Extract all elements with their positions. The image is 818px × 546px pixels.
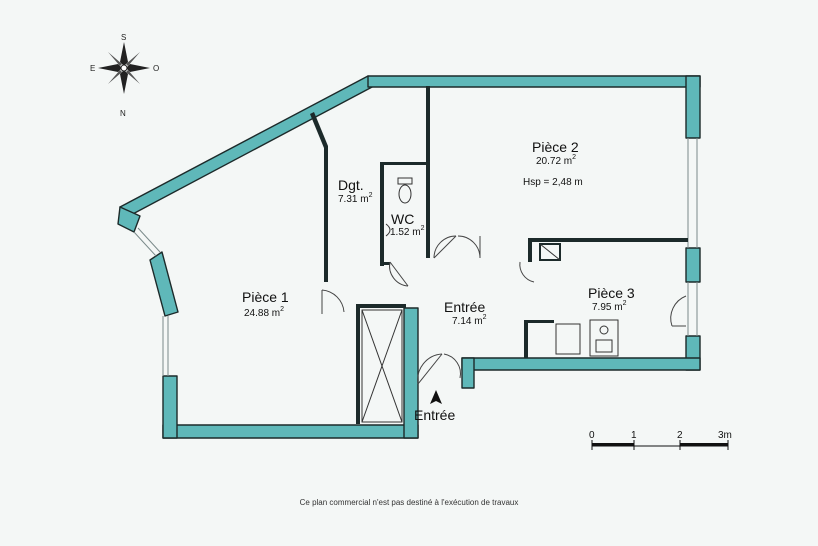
disclaimer-footer: Ce plan commercial n'est pas destiné à l…: [299, 498, 519, 507]
svg-text:7.95 m2: 7.95 m2: [592, 300, 627, 313]
piece1-name: Pièce 1: [242, 289, 289, 305]
fixtures: [361, 177, 619, 423]
wc-area: 1.52 m: [390, 227, 421, 238]
entree-name: Entrée: [444, 299, 485, 315]
scale-bar: 0 1 2 3m: [589, 430, 732, 450]
wc-name: WC: [391, 211, 414, 227]
compass-rose: S E O N: [90, 33, 159, 118]
entree-unit-sup: 2: [483, 314, 487, 321]
entree-area: 7.14 m: [452, 316, 483, 327]
door-swings: [321, 235, 687, 385]
scale-tick-2: 2: [677, 430, 683, 441]
svg-text:20.72 m2: 20.72 m2: [536, 154, 576, 167]
compass-south: S: [121, 33, 126, 42]
piece2-name: Pièce 2: [532, 139, 579, 155]
dgt-name: Dgt.: [338, 177, 364, 193]
dgt-unit-sup: 2: [369, 192, 373, 199]
windows: [133, 138, 698, 376]
svg-text:7.14 m2: 7.14 m2: [452, 314, 487, 327]
compass-east: E: [90, 64, 95, 73]
outer-walls: [117, 75, 701, 439]
piece3-unit-sup: 2: [623, 300, 627, 307]
piece3-area: 7.95 m: [592, 302, 623, 313]
piece2-height: Hsp = 2,48 m: [523, 177, 583, 188]
entrance-label: Entrée: [414, 407, 455, 423]
svg-text:1.52 m2: 1.52 m2: [390, 225, 425, 238]
entrance-arrow-icon: [430, 390, 442, 404]
wc-unit-sup: 2: [421, 225, 425, 232]
piece1-area: 24.88 m: [244, 308, 280, 319]
interior-walls: [310, 86, 688, 424]
piece1-unit-sup: 2: [280, 306, 284, 313]
compass-north: N: [120, 109, 126, 118]
svg-text:24.88 m2: 24.88 m2: [244, 306, 284, 319]
room-labels: Pièce 1 24.88 m2 Pièce 2 20.72 m2 Hsp = …: [242, 139, 635, 423]
scale-tick-1: 1: [631, 430, 637, 441]
scale-tick-0: 0: [589, 430, 595, 441]
scale-tick-3: 3m: [718, 430, 732, 441]
compass-west: O: [153, 64, 159, 73]
dgt-area: 7.31 m: [338, 194, 369, 205]
svg-text:7.31 m2: 7.31 m2: [338, 192, 373, 205]
piece2-unit-sup: 2: [572, 154, 576, 161]
piece3-name: Pièce 3: [588, 285, 635, 301]
piece2-area: 20.72 m: [536, 156, 572, 167]
